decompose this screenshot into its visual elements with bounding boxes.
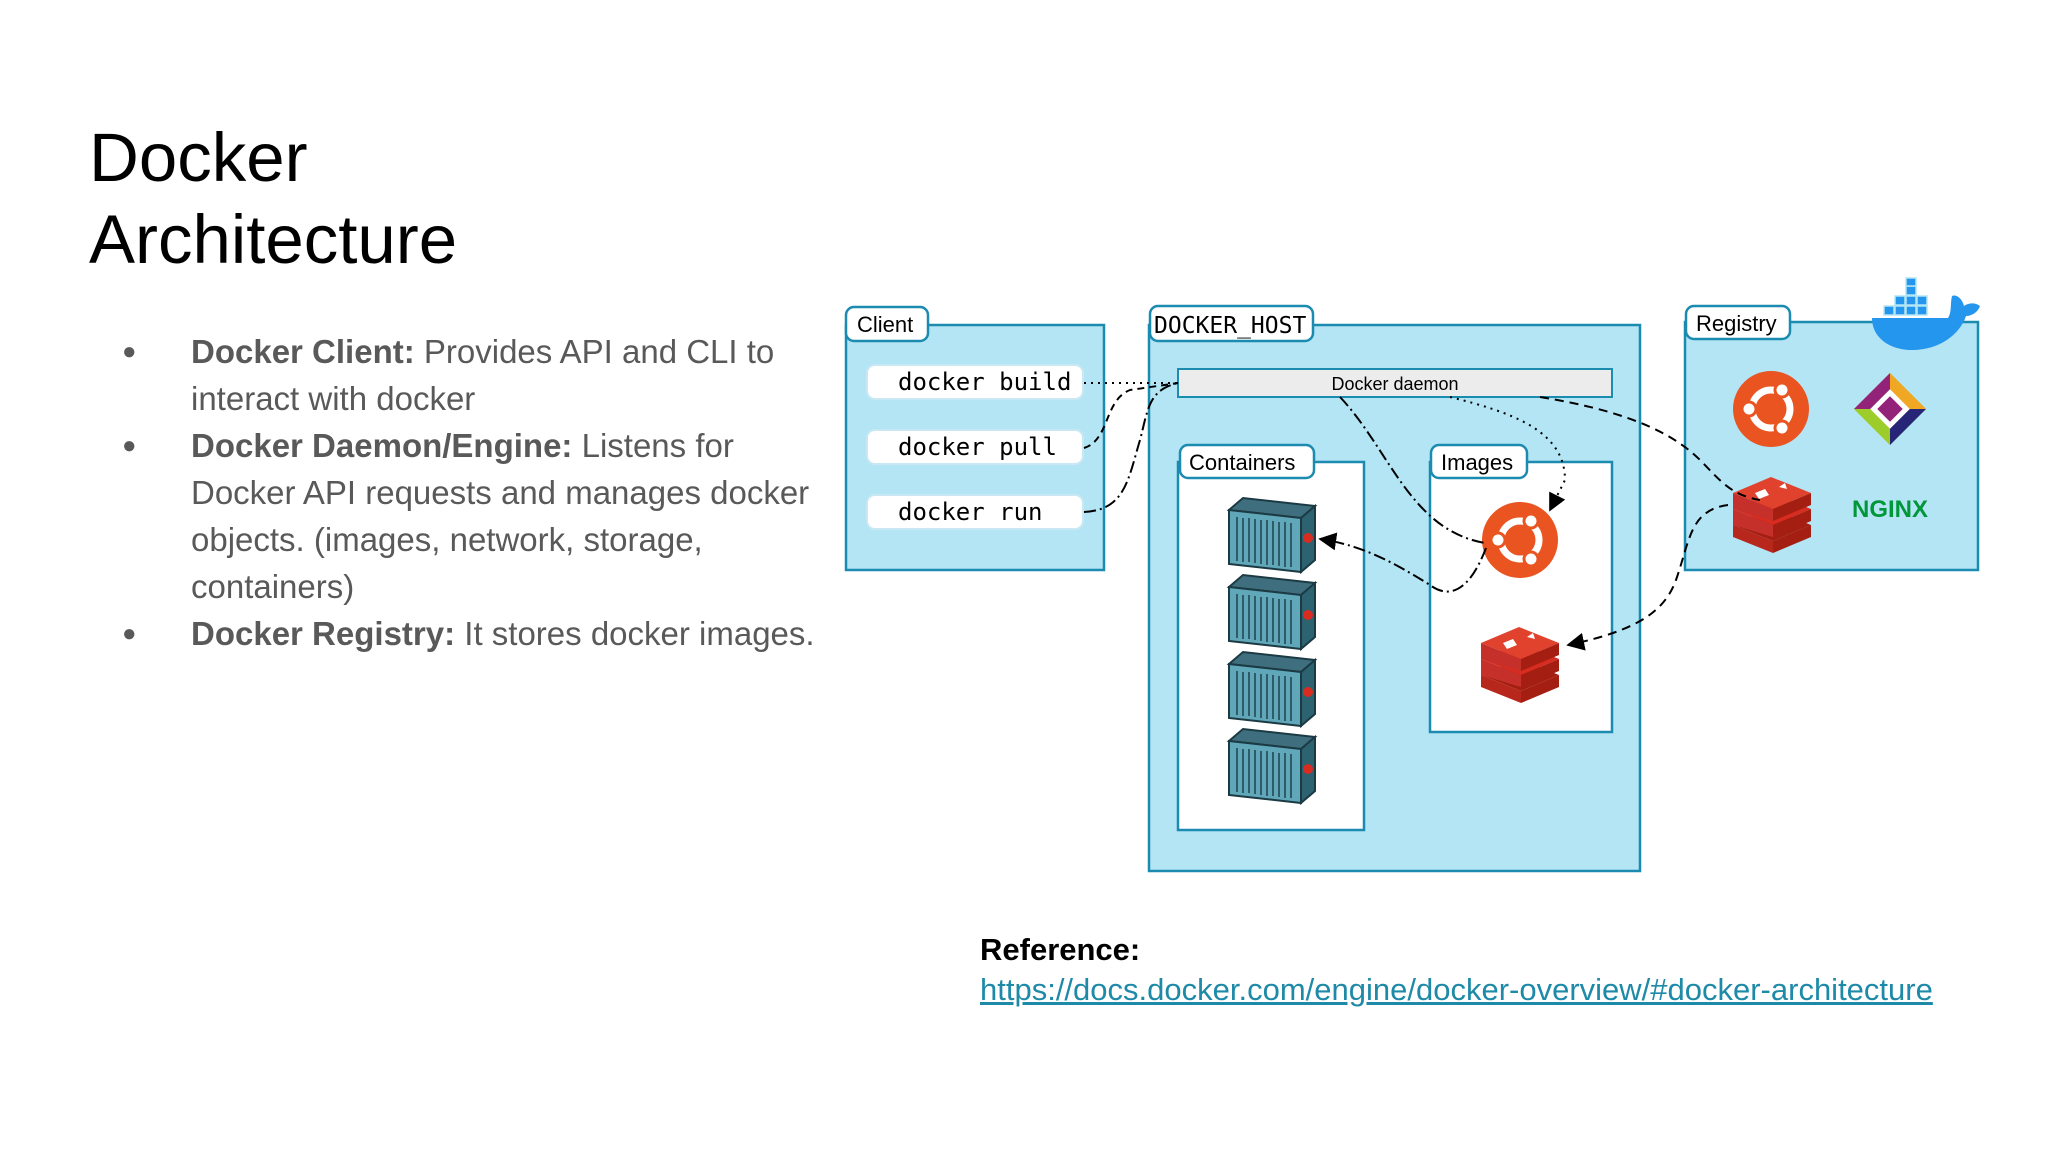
registry-box: Registry: [1683, 277, 1980, 572]
container-icon: [1228, 497, 1316, 573]
reference-link[interactable]: https://docs.docker.com/engine/docker-ov…: [980, 972, 1933, 1007]
page-title: Docker Architecture: [89, 117, 457, 281]
reference-block: Reference: https://docs.docker.com/engin…: [980, 930, 1933, 1010]
command-box: [866, 364, 1084, 400]
registry-label: Registry: [1696, 311, 1777, 336]
title-line-2: Architecture: [89, 201, 458, 278]
command-docker-pull: docker pull: [898, 433, 1057, 461]
pull-connector: [1083, 382, 1179, 449]
reference-label: Reference:: [980, 932, 1141, 967]
docker-daemon-bar: [1177, 368, 1613, 398]
images-label: Images: [1441, 450, 1513, 475]
run-connector: [1083, 382, 1179, 513]
title-line-1: Docker: [89, 119, 308, 196]
bullet-dot-icon: ●: [122, 432, 137, 459]
redis-registry-icon: [1733, 477, 1811, 553]
docker-daemon-label: Docker daemon: [1331, 374, 1458, 394]
daemon-to-images-run: [1339, 396, 1486, 544]
command-docker-build: docker build: [898, 368, 1071, 396]
bullet-item: ● Docker Registry: It stores docker image…: [118, 610, 818, 657]
client-label: Client: [857, 312, 913, 337]
ubuntu-image-icon: [1482, 502, 1558, 578]
command-box: [866, 429, 1084, 465]
docker-whale-icon: [1872, 277, 1980, 350]
container-icon: [1228, 574, 1316, 650]
bullet-text: Listens for Docker API requests and mana…: [191, 427, 810, 605]
bullet-term: Docker Daemon/Engine:: [191, 427, 573, 464]
command-docker-run: docker run: [898, 498, 1043, 526]
bullet-dot-icon: ●: [122, 338, 137, 365]
client-box: Client docker build docker pull docker r…: [844, 305, 1106, 572]
bullet-text: It stores docker images.: [455, 615, 815, 652]
connector-lines: [1083, 382, 1761, 651]
bullet-item: ● Docker Client: Provides API and CLI to …: [118, 328, 818, 422]
containers-label: Containers: [1189, 450, 1295, 475]
registry-to-redis-image: [1566, 504, 1729, 651]
bullet-text: Provides API and CLI to interact with do…: [191, 333, 775, 417]
bullet-dot-icon: ●: [122, 620, 137, 647]
bullet-list: ● Docker Client: Provides API and CLI to …: [118, 328, 818, 657]
container-icon: [1228, 728, 1316, 804]
redis-image-icon: [1481, 627, 1559, 703]
docker-host-box: DOCKER_HOST Docker daemon Containers Ima…: [1147, 304, 1642, 873]
daemon-to-registry: [1539, 396, 1761, 501]
container-icon: [1228, 651, 1316, 727]
ubuntu-registry-icon: [1733, 371, 1809, 447]
bullet-term: Docker Registry:: [191, 615, 456, 652]
command-box: [866, 494, 1084, 530]
nginx-logo: NGINX: [1852, 496, 1928, 523]
docker-host-label: DOCKER_HOST: [1154, 313, 1306, 339]
bullet-term: Docker Client:: [191, 333, 415, 370]
centos-icon: [1854, 373, 1926, 445]
bullet-item: ● Docker Daemon/Engine: Listens for Docke…: [118, 422, 818, 610]
